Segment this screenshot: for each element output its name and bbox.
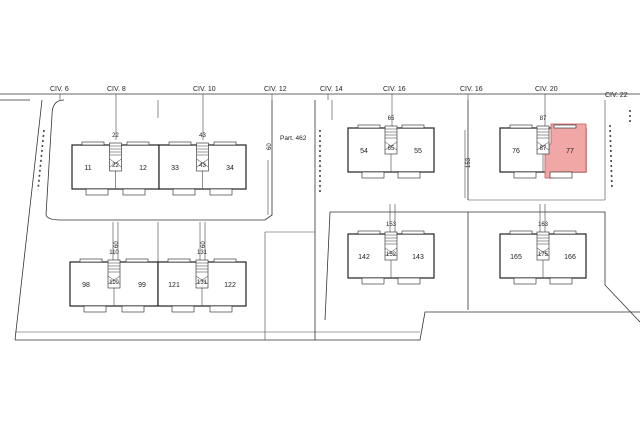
building-b4: 121 122 131 131 xyxy=(157,250,247,313)
civic-label: CIV. 6 xyxy=(50,86,69,93)
stair-number: 65 xyxy=(388,146,395,152)
building-b1: 11 12 22 22 xyxy=(71,133,160,196)
path-label: 60 xyxy=(114,241,120,248)
building-b3: 98 99 110 110 xyxy=(69,250,159,313)
access-number: 163 xyxy=(538,222,549,228)
civic-labels: CIV. 6 CIV. 8 CIV. 10 CIV. 12 CIV. 14 CI… xyxy=(50,86,628,140)
unit-number: 76 xyxy=(512,148,520,155)
buildings: 11 12 22 22 33 34 43 43 98 99 110 110 121 122 131 131 54… xyxy=(69,116,587,313)
unit-number: 11 xyxy=(84,165,91,172)
access-number: 22 xyxy=(112,133,119,139)
civic-label: CIV. 16 xyxy=(383,86,406,93)
building-b8: 165 166 175 163 xyxy=(499,222,587,285)
civic-label: CIV. 10 xyxy=(193,86,216,93)
stair-number: 131 xyxy=(197,280,208,286)
civic-label: CIV. 14 xyxy=(320,86,343,93)
civic-label: CIV. 20 xyxy=(535,86,558,93)
access-number: 65 xyxy=(388,116,395,122)
stair-number: 43 xyxy=(199,163,206,169)
unit-number: 77 xyxy=(566,148,574,155)
unit-number: 122 xyxy=(224,282,236,289)
access-number: 110 xyxy=(109,250,119,256)
parcel-label: Part. 462 xyxy=(280,135,307,142)
building-b5: 54 55 65 65 xyxy=(347,116,435,179)
access-paths xyxy=(112,130,546,262)
stair-number: 175 xyxy=(538,252,549,258)
access-number: 87 xyxy=(540,116,547,122)
unit-number: 142 xyxy=(358,254,370,261)
stair-number: 110 xyxy=(109,280,119,286)
building-b7: 142 143 152 153 xyxy=(347,222,435,285)
path-label: 60 xyxy=(267,143,273,150)
unit-number: 166 xyxy=(564,254,576,261)
stair-number: 152 xyxy=(386,252,397,258)
road-edges xyxy=(0,93,640,341)
civic-label: CIV. 8 xyxy=(107,86,126,93)
access-number: 153 xyxy=(386,222,397,228)
stair-number: 22 xyxy=(112,163,119,169)
unit-number: 34 xyxy=(226,165,234,172)
unit-number: 12 xyxy=(139,165,147,172)
path-label: 60 xyxy=(201,241,207,248)
unit-number: 98 xyxy=(82,282,90,289)
access-number: 43 xyxy=(199,133,206,139)
unit-number: 99 xyxy=(138,282,146,289)
unit-number: 33 xyxy=(171,165,179,172)
access-number: 131 xyxy=(197,250,208,256)
path-label: 153 xyxy=(466,157,472,168)
stair-number: 87 xyxy=(540,146,547,152)
unit-number: 143 xyxy=(412,254,424,261)
parking-markers xyxy=(37,110,631,195)
civic-label: CIV. 16 xyxy=(460,86,483,93)
civic-label: CIV. 22 xyxy=(605,92,628,99)
unit-number: 55 xyxy=(414,148,422,155)
unit-number: 54 xyxy=(360,148,368,155)
unit-number: 121 xyxy=(168,282,180,289)
building-b6: 76 77 87 87 xyxy=(499,116,587,179)
building-b2: 33 34 43 43 xyxy=(158,133,247,196)
civic-label: CIV. 12 xyxy=(264,86,287,93)
unit-number: 165 xyxy=(510,254,522,261)
